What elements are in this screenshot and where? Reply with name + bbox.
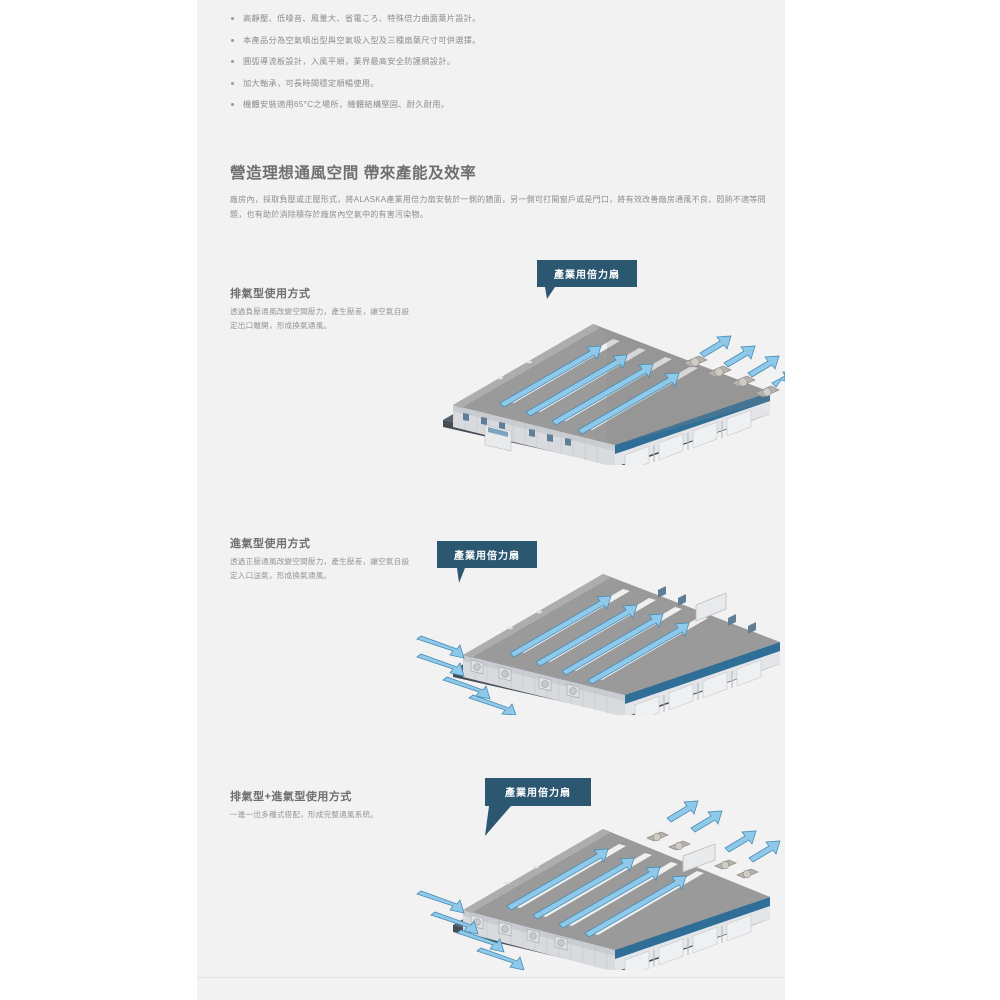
callout-combined: 產業用倍力扇 [485,778,591,836]
section-title-intake: 進氣型使用方式 [230,538,311,550]
feature-text: 高靜壓、低噪音、風量大、省電ころ、特殊倍力曲面葉片設計。 [243,14,481,23]
roller-door [484,424,512,452]
page-title: 營造理想通風空間 帶來產能及效率 [230,165,477,182]
list-item: 本產品分為空氣噴出型與空氣吸入型及三種扇葉尺寸可供選擇。 [230,36,770,46]
feature-text: 本產品分為空氣噴出型與空氣吸入型及三種扇葉尺寸可供選擇。 [243,35,481,45]
far-wall-opening [682,843,716,873]
section-body-exhaust: 透過負壓通風改變空間壓力，產生壓差，讓空氣自設定出口離開，形成換氣通風。 [230,307,410,330]
feature-text: 機體安裝適用65°C之場所，機體結構堅固、耐久耐用。 [243,100,450,109]
footer-divider [197,977,785,978]
bullet-dot [231,60,235,64]
diagram-intake: 產業用倍力扇 [415,505,785,715]
callout-exhaust: 產業用倍力扇 [537,260,637,299]
airflow-arrows-exhaust [666,800,781,863]
bullet-dot [231,81,235,85]
airflow-arrows-interior [509,595,690,685]
bay-columns [653,421,723,462]
bullet-dot [231,38,235,42]
feature-text: 加大軸承，可長時間穩定順暢使用。 [243,78,379,88]
diagram-exhaust: 產業用倍力扇 [425,255,785,465]
diagram-combined: 產業用倍力扇 [415,760,785,970]
section-body-intake: 透過正壓通風改變空間壓力，產生壓差，讓空氣自設定入口送氣，形成換氣通風。 [230,557,410,580]
airflow-arrows-intake [416,890,525,970]
wall-right [615,392,770,465]
section-title-combined: 排氣型+進氣型使用方式 [230,791,352,803]
wall-right [615,897,770,970]
wall-windows-left [463,413,571,446]
loading-bays [634,659,762,715]
callout-label: 產業用倍力扇 [504,786,571,799]
list-item: 加大軸承，可長時間穩定順暢使用。 [230,79,770,89]
section-body-combined: 一進一出多種式搭配，形成完整通風系統。 [230,810,379,819]
list-item: 機體安裝適用65°C之場所，機體結構堅固、耐久耐用。 [230,100,770,110]
callout-label: 產業用倍力扇 [453,549,520,562]
fan-units-exhaust [646,831,759,879]
fan-units-exhaust [682,355,780,398]
roof-vent-dots [504,865,539,885]
list-item: 圓弧導流板設計，入風平順，業界最高安全防護網設計。 [230,57,770,67]
list-item: 高靜壓、低噪音、風量大、省電ころ、特殊倍力曲面葉片設計。 [230,14,770,24]
airflow-arrows-interior [506,848,687,938]
bullet-dot [231,17,235,21]
loading-bays [624,914,752,970]
bullet-dot [231,103,235,107]
feature-text: 圓弧導流板設計，入風平順，業界最高安全防護網設計。 [243,57,456,66]
callout-intake: 產業用倍力扇 [437,541,537,583]
wall-left [463,910,615,970]
feature-list: 高靜壓、低噪音、風量大、省電ころ、特殊倍力曲面葉片設計。 本產品分為空氣噴出型與… [230,14,770,122]
callout-label: 產業用倍力扇 [553,268,620,281]
wall-left [463,655,625,715]
bay-columns [653,926,723,967]
fan-units-intake [470,659,580,699]
roof-vent-dots [497,360,532,380]
intro-paragraph: 廠房內，採取負壓或正壓形式，將ALASKA產業用倍力扇安裝於一側的牆面，另一側可… [230,195,766,219]
wall-left [453,405,615,465]
content-panel: 高靜壓、低噪音、風量大、省電ころ、特殊倍力曲面葉片設計。 本產品分為空氣噴出型與… [197,0,785,1000]
airflow-arrows-exhaust [699,335,785,388]
airflow-arrows-interior [499,345,680,435]
far-wall-windows [658,586,756,634]
loading-bays [624,409,752,465]
far-wall-opening [695,592,727,622]
airflow-arrows-intake [416,635,517,715]
bay-columns [663,671,733,712]
roof-vent-dots [507,610,542,630]
wall-right [625,642,780,715]
section-title-exhaust: 排氣型使用方式 [230,288,311,300]
